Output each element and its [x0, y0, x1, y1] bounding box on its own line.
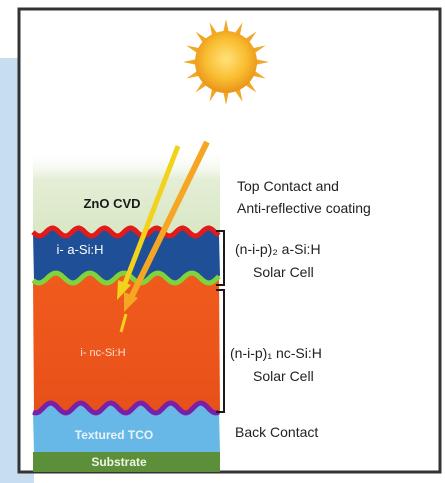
- sun-ray: [186, 70, 200, 79]
- sun-ray: [223, 91, 229, 105]
- green-interface-wave: [31, 270, 221, 286]
- tco-label: Textured TCO: [75, 428, 153, 442]
- sun-icon: [183, 19, 269, 105]
- sun-ray: [195, 81, 207, 93]
- sun-ray: [245, 31, 257, 43]
- purple-interface-wave: [32, 400, 221, 416]
- sun-ray: [223, 19, 229, 33]
- cell2-bracket: [216, 230, 225, 286]
- incoming-light-ray: [117, 145, 181, 300]
- back-contact-label: Back Contact: [235, 424, 318, 440]
- sun-ray: [209, 88, 218, 102]
- zno-layer: [33, 150, 220, 234]
- sun-ray: [234, 22, 243, 36]
- sun-ray: [255, 59, 269, 65]
- zno-label: ZnO CVD: [83, 196, 140, 211]
- ncsi-layer: [33, 273, 220, 413]
- asi-label: i- a-Si:H: [57, 242, 104, 257]
- sun-ray: [209, 22, 218, 36]
- sun-ray: [186, 45, 200, 54]
- ncsi-label: i- nc-Si:H: [80, 347, 125, 359]
- sun-ray: [195, 31, 207, 43]
- cell2-label-line1: (n-i-p)₂ a-Si:H: [235, 241, 321, 257]
- top-contact-label-line2: Anti-reflective coating: [237, 200, 371, 216]
- substrate-layer: [33, 452, 220, 472]
- sun-ray: [234, 88, 243, 102]
- back-reflection-ray: [119, 313, 128, 333]
- cell1-label-line2: Solar Cell: [253, 368, 314, 384]
- substrate-label: Substrate: [91, 455, 147, 469]
- sun-ray: [252, 70, 266, 79]
- asi-layer: [33, 228, 220, 283]
- sun-ray: [245, 81, 257, 93]
- top-contact-label-line1: Top Contact and: [237, 178, 339, 194]
- tco-layer: [33, 403, 220, 452]
- cell1-label-line1: (n-i-p)₁ nc-Si:H: [230, 345, 322, 361]
- sun-ray: [183, 59, 197, 65]
- cell1-bracket: [216, 289, 225, 413]
- reflected-light-ray: [124, 140, 210, 312]
- cell2-label-line2: Solar Cell: [253, 264, 314, 280]
- sun-ray: [252, 45, 266, 54]
- red-interface-wave: [31, 225, 221, 239]
